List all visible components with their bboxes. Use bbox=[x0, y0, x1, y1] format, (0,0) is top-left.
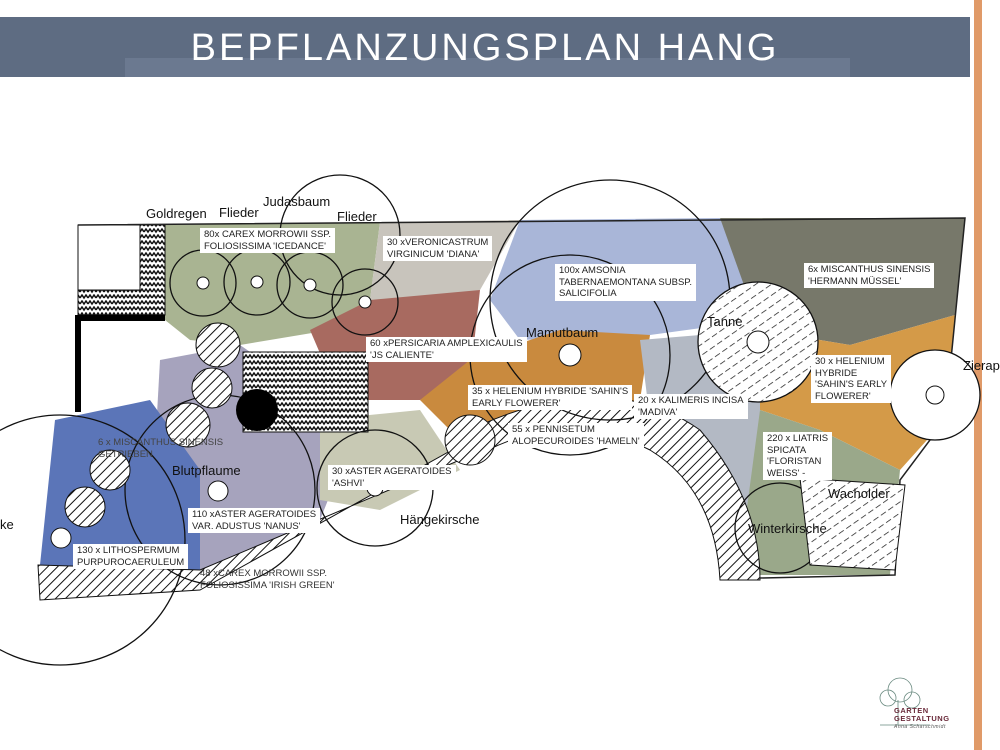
label-pennisetum: 55 x PENNISETUM ALOPECUROIDES 'HAMELN' bbox=[508, 423, 644, 448]
tree-label-flieder-2: Flieder bbox=[337, 209, 377, 224]
label-miscanthus-muessel: 6x MISCANTHUS SINENSIS 'HERMANN MÜSSEL' bbox=[804, 263, 935, 288]
label-liatris: 220 x LIATRIS SPICATA 'FLORISTAN WEISS' … bbox=[763, 432, 833, 480]
tree-label-goldregen: Goldregen bbox=[146, 206, 207, 221]
accent-line bbox=[974, 0, 982, 750]
tree-label-zierapfel: Zierap bbox=[963, 358, 1000, 373]
page-title: BEPFLANZUNGSPLAN HANG bbox=[190, 27, 780, 69]
logo-line-2: GESTALTUNG bbox=[894, 714, 950, 723]
tree-label-tanne: Tanne bbox=[707, 314, 743, 329]
label-miscanthus-getrieben: 6 x MISCANTHUS SINENSIS GETRIEBEN bbox=[98, 437, 224, 460]
label-aster-ashvi: 30 xASTER AGERATOIDES 'ASHVI' bbox=[328, 465, 456, 490]
label-persicaria: 60 xPERSICARIA AMPLEXICAULIS 'JS CALIENT… bbox=[366, 337, 527, 362]
wacholder-area bbox=[799, 477, 906, 571]
logo-line-1: GARTEN bbox=[894, 706, 929, 715]
shrub-circles bbox=[64, 322, 496, 528]
label-kalimeris: 20 x KALIMERIS INCISA 'MADIVA' bbox=[634, 394, 748, 419]
tree-label-wacholder: Wacholder bbox=[828, 486, 890, 501]
title-band bbox=[125, 58, 850, 77]
label-aster-nanus: 110 xASTER AGERATOIDES VAR. ADUSTUS 'NAN… bbox=[188, 508, 321, 533]
tree-label-haengekirsche: Hängekirsche bbox=[400, 512, 480, 527]
label-veronicastrum: 30 xVERONICASTRUM VIRGINICUM 'DIANA' bbox=[383, 236, 493, 261]
logo: GARTEN GESTALTUNG Anna Scharschmidt bbox=[894, 707, 950, 731]
trunk-markers bbox=[50, 275, 945, 549]
logo-signature: Anna Scharschmidt bbox=[894, 724, 946, 730]
wall bbox=[75, 315, 165, 412]
label-helenium-30: 30 x HELENIUM HYBRIDE 'SAHIN'S EARLY FLO… bbox=[811, 355, 892, 403]
black-shrub bbox=[236, 389, 278, 431]
label-amsonia: 100x AMSONIA TABERNAEMONTANA SUBSP. SALI… bbox=[555, 264, 697, 301]
tree-label-blutpflaume: Blutpflaume bbox=[172, 463, 241, 478]
label-lithospermum: 130 x LITHOSPERMUM PURPUROCAERULEUM bbox=[73, 544, 189, 569]
tree-label-cut: ke bbox=[0, 517, 14, 532]
plan-outline bbox=[77, 217, 966, 579]
label-carex-icedance: 80x CAREX MORROWII SSP. FOLIOSISSIMA 'IC… bbox=[200, 228, 336, 253]
tree-label-mamutbaum: Mamutbaum bbox=[526, 325, 599, 340]
label-helenium-35: 35 x HELENIUM HYBRIDE 'SAHIN'S EARLY FLO… bbox=[468, 385, 633, 410]
paving-top-left bbox=[77, 224, 166, 316]
label-carex-irish: 48 xCAREX MORROWII SSP. FOLIOSISSIMA 'IR… bbox=[200, 568, 335, 591]
tree-label-winterkirsche: Winterkirsche bbox=[748, 521, 827, 536]
logo-tree-icon bbox=[879, 677, 930, 726]
tree-label-judasbaum: Judasbaum bbox=[263, 194, 331, 209]
tree-label-flieder: Flieder bbox=[219, 205, 259, 220]
